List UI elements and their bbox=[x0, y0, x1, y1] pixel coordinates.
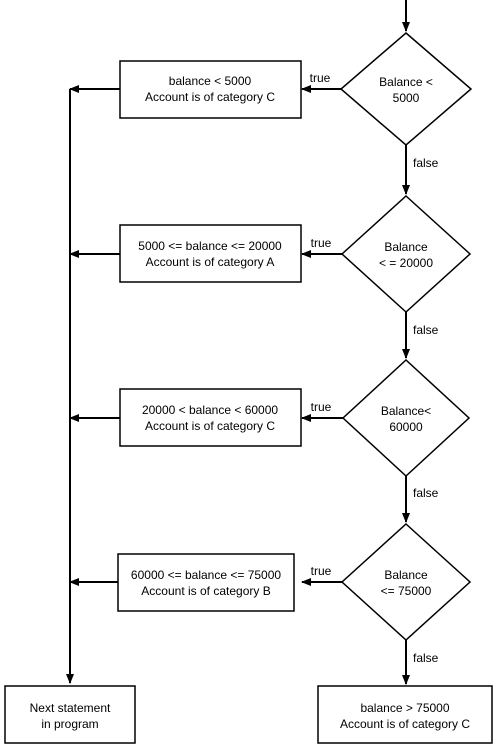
false-label-4: false bbox=[413, 651, 439, 665]
action-box-3 bbox=[119, 388, 302, 447]
action-4-line1: 60000 <= balance <= 75000 bbox=[131, 568, 281, 582]
decision-4-line2: <= 75000 bbox=[381, 584, 432, 598]
false-label-1: false bbox=[413, 156, 439, 170]
decision-2-line1: Balance bbox=[384, 240, 428, 254]
decision-2-line2: < = 20000 bbox=[379, 256, 433, 270]
action-2-line1: 5000 <= balance <= 20000 bbox=[138, 239, 282, 253]
true-label-3: true bbox=[311, 400, 332, 414]
decision-4-line1: Balance bbox=[384, 568, 428, 582]
false-label-2: false bbox=[413, 323, 439, 337]
decision-diamond-4 bbox=[340, 522, 472, 642]
action-3-line1: 20000 < balance < 60000 bbox=[142, 403, 278, 417]
action-box-4 bbox=[117, 553, 295, 612]
true-label-1: true bbox=[310, 71, 331, 85]
decision-diamond-3 bbox=[341, 358, 471, 478]
decision-3-line2: 60000 bbox=[389, 420, 423, 434]
action-box-2 bbox=[119, 224, 302, 283]
decision-3-line1: Balance< bbox=[381, 404, 431, 418]
next-statement-line2: in program bbox=[41, 717, 98, 731]
decision-diamond-1 bbox=[339, 32, 473, 146]
false-label-3: false bbox=[413, 486, 439, 500]
final-action-box bbox=[317, 685, 493, 744]
action-2-line2: Account is of category A bbox=[146, 255, 275, 269]
action-4-line2: Account is of category B bbox=[141, 584, 270, 598]
true-label-2: true bbox=[311, 236, 332, 250]
next-statement-line1: Next statement bbox=[30, 701, 111, 715]
true-label-4: true bbox=[311, 564, 332, 578]
decision-1-line1: Balance < bbox=[379, 75, 433, 89]
decision-1-line2: 5000 bbox=[393, 91, 420, 105]
action-3-line2: Account is of category C bbox=[145, 419, 275, 433]
next-statement-box bbox=[4, 685, 136, 744]
action-1-line2: Account is of category C bbox=[145, 90, 275, 104]
decision-diamond-2 bbox=[340, 194, 472, 314]
action-1-line1: balance < 5000 bbox=[169, 74, 252, 88]
final-action-line1: balance > 75000 bbox=[360, 701, 449, 715]
final-action-line2: Account is of category C bbox=[340, 717, 470, 731]
